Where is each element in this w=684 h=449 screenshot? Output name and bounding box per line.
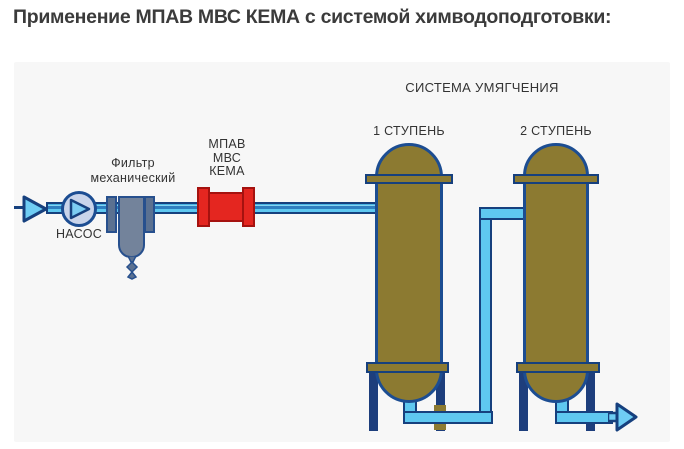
stage2-inlet-pipe <box>479 207 527 220</box>
interstage-riser-pipe <box>479 207 492 423</box>
pump-icon <box>61 191 97 227</box>
tank1-outlet-valve-mark-bottom <box>434 424 446 430</box>
softening-system-title: СИСТЕМА УМЯГЧЕНИЯ <box>405 80 559 95</box>
stage1-label: 1 СТУПЕНЬ <box>373 124 445 138</box>
tank1-outlet-valve-mark-top <box>434 405 446 411</box>
filter-flange-right <box>144 196 155 233</box>
filter-label: Фильтр механический <box>83 156 183 185</box>
dosing-unit-flange-left <box>197 187 210 227</box>
dosing-unit-label: МПАВ МВС КЕМА <box>187 137 267 179</box>
page-title: Применение МПАВ МВС КЕМА с системой химв… <box>13 6 612 28</box>
tank1-leg-right <box>436 372 445 431</box>
filter-flange-left <box>106 196 117 233</box>
filter-label-line2: механический <box>90 170 176 185</box>
tank2-stand-platform <box>516 362 600 373</box>
pump-label: НАСОС <box>55 227 103 241</box>
filter-drain-valve-icon <box>125 256 139 280</box>
pump-impeller-icon <box>69 198 91 220</box>
dosing-label-line3: КЕМА <box>209 164 245 178</box>
inlet-flow-arrow-icon <box>22 195 48 223</box>
stage2-label: 2 СТУПЕНЬ <box>520 124 592 138</box>
inlet-pipe-stub <box>14 206 24 209</box>
filter-label-line1: Фильтр <box>111 156 155 170</box>
mechanical-filter-body <box>118 196 145 258</box>
outlet-flow-arrow-icon <box>608 402 638 432</box>
dosing-unit-body <box>207 192 245 222</box>
tank2-leg-left <box>519 372 528 431</box>
softener-tank-stage1 <box>375 143 443 403</box>
stage2-outlet-pipe <box>555 411 613 424</box>
tank1-stand-platform <box>366 362 449 373</box>
softener-tank-stage2 <box>523 143 589 403</box>
dosing-unit-flange-right <box>242 187 255 227</box>
stage1-outlet-pipe <box>403 411 493 424</box>
tank2-top-flange-bar <box>513 174 599 184</box>
tank1-leg-left <box>369 372 378 431</box>
dosing-label-line1: МПАВ <box>208 137 246 151</box>
dosing-label-line2: МВС <box>212 150 242 165</box>
tank2-leg-right <box>586 372 595 431</box>
tank1-top-flange-bar <box>365 174 453 184</box>
